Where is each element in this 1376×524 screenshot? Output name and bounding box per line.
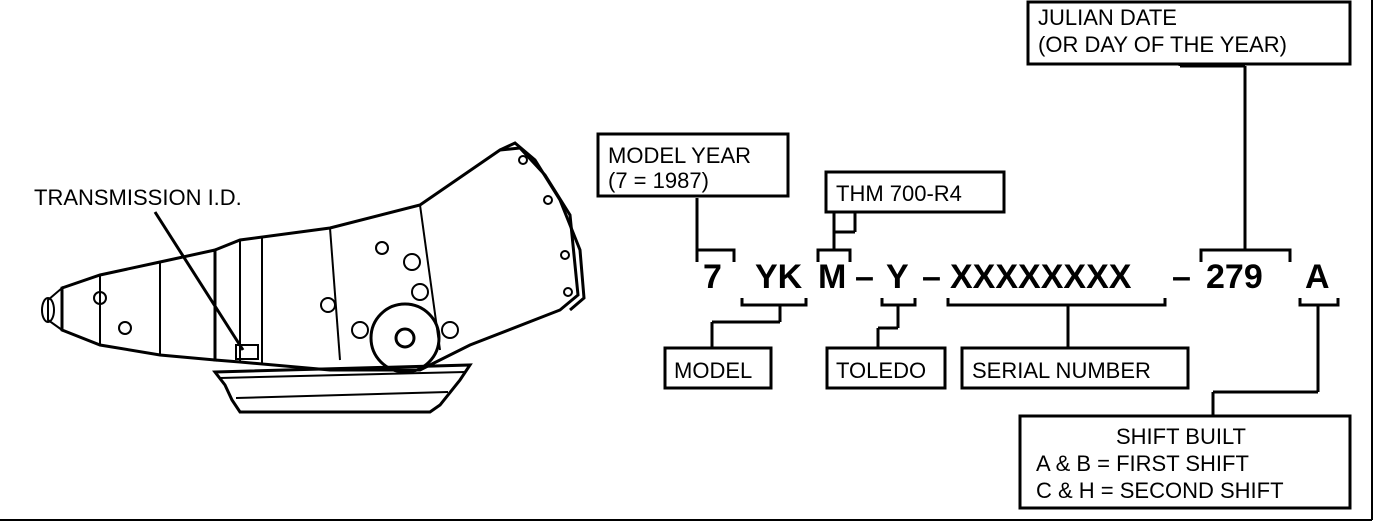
code-serial: XXXXXXXX xyxy=(950,258,1132,296)
model-label: MODEL xyxy=(674,358,752,383)
transmission-tail-housing xyxy=(60,248,217,362)
code-model: YK xyxy=(755,258,803,296)
code-year-digit: 7 xyxy=(703,258,722,296)
tail-bolt-icon xyxy=(93,291,107,305)
thm-box: THM 700-R4 xyxy=(824,170,1006,214)
julian-date-subtitle: (OR DAY OF THE YEAR) xyxy=(1038,32,1287,57)
transmission-case xyxy=(213,146,580,372)
case-bolt-icon xyxy=(320,297,336,313)
shift-built-first: A & B = FIRST SHIFT xyxy=(1036,451,1249,476)
julian-date-box: JULIAN DATE (OR DAY OF THE YEAR) xyxy=(1026,0,1352,66)
julian-date-title: JULIAN DATE xyxy=(1038,5,1177,30)
transmission-id-label: TRANSMISSION I.D. xyxy=(34,185,242,210)
code-dash: – xyxy=(855,258,874,296)
shift-built-second: C & H = SECOND SHIFT xyxy=(1036,478,1284,503)
id-code: 7 YK M – Y – XXXXXXXX – 279 A xyxy=(703,258,1330,296)
oil-pan xyxy=(212,363,473,414)
transmission-id-leader xyxy=(153,211,245,351)
toledo-bracket xyxy=(880,298,917,307)
servo-cover xyxy=(369,302,441,374)
servo-cover-center xyxy=(394,327,416,349)
model-year-bracket xyxy=(695,248,736,262)
transmission-illustration xyxy=(41,141,586,414)
serial-number-box: SERIAL NUMBER xyxy=(960,346,1190,390)
code-plant: M xyxy=(818,258,846,296)
model-year-title: MODEL YEAR xyxy=(608,143,751,168)
bell-housing-flange xyxy=(499,141,586,312)
tail-bolt-icon xyxy=(118,321,132,335)
shift-built-title: SHIFT BUILT xyxy=(1116,424,1246,449)
transmission-id-tag xyxy=(235,344,259,360)
shift-built-box: SHIFT BUILT A & B = FIRST SHIFT C & H = … xyxy=(1018,414,1352,510)
model-box: MODEL xyxy=(663,346,773,390)
output-shaft xyxy=(41,297,55,323)
case-bolt-icon xyxy=(403,253,421,271)
case-bolt-icon xyxy=(411,283,429,301)
code-dash: – xyxy=(922,258,941,296)
code-shift: A xyxy=(1305,258,1330,296)
case-bolt-icon xyxy=(375,241,389,255)
code-julian: 279 xyxy=(1206,258,1263,296)
serial-number-label: SERIAL NUMBER xyxy=(972,358,1151,383)
thm-label: THM 700-R4 xyxy=(836,181,962,206)
model-year-box: MODEL YEAR (7 = 1987) xyxy=(596,132,790,198)
code-model-letter: Y xyxy=(886,258,909,296)
model-year-subtitle: (7 = 1987) xyxy=(608,168,709,193)
serial-bracket xyxy=(946,298,1167,307)
code-dash: – xyxy=(1172,258,1191,296)
toledo-box: TOLEDO xyxy=(825,346,947,390)
toledo-label: TOLEDO xyxy=(836,358,926,383)
shift-bracket xyxy=(1298,298,1340,307)
model-bracket xyxy=(740,298,808,307)
